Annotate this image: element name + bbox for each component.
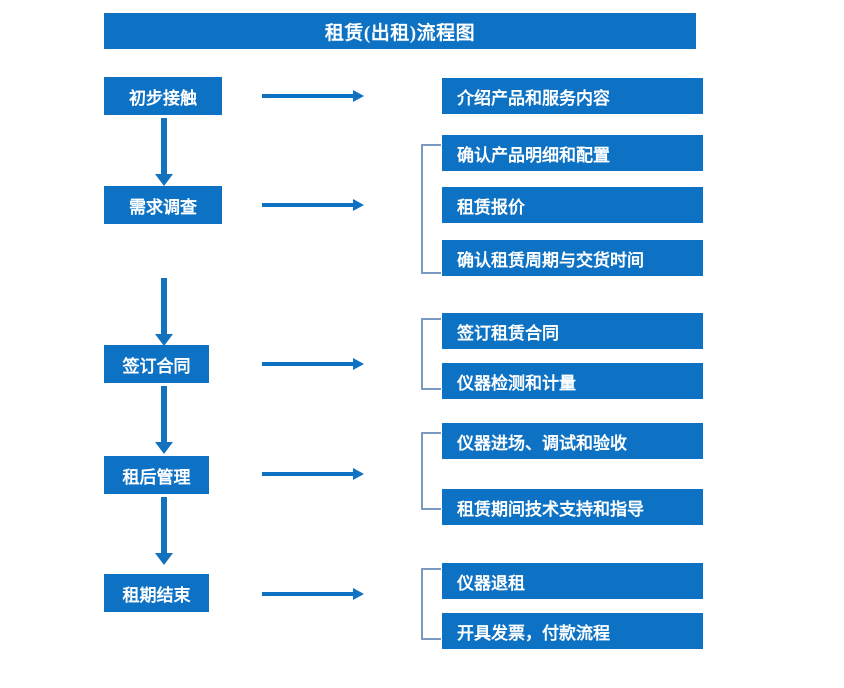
- arrow-shaft: [262, 94, 353, 98]
- arrow-head: [353, 90, 364, 102]
- arrow-down-3: [155, 386, 173, 454]
- arrow-right-2: [262, 197, 364, 213]
- detail-box-7[interactable]: 仪器进场、调试和验收: [442, 423, 703, 459]
- arrow-shaft: [262, 472, 353, 476]
- group-bracket-2: [421, 144, 441, 274]
- arrow-down-2: [155, 278, 173, 346]
- arrow-shaft: [161, 118, 167, 174]
- detail-box-4[interactable]: 确认租赁周期与交货时间: [442, 240, 703, 276]
- stage-box-1[interactable]: 初步接触: [104, 77, 222, 115]
- arrow-head: [353, 588, 364, 600]
- arrow-shaft: [161, 386, 167, 442]
- arrow-head: [155, 174, 173, 186]
- stage-box-2[interactable]: 需求调查: [104, 186, 222, 224]
- arrow-head: [155, 334, 173, 346]
- arrow-down-1: [155, 118, 173, 186]
- arrow-shaft: [262, 203, 353, 207]
- detail-box-2[interactable]: 确认产品明细和配置: [442, 135, 703, 171]
- detail-box-8[interactable]: 租赁期间技术支持和指导: [442, 489, 703, 525]
- arrow-head: [353, 358, 364, 370]
- arrow-right-3: [262, 356, 364, 372]
- stage-box-4[interactable]: 租后管理: [104, 456, 209, 494]
- arrow-head: [353, 199, 364, 211]
- group-bracket-5: [421, 568, 441, 640]
- detail-box-1[interactable]: 介绍产品和服务内容: [442, 78, 703, 114]
- arrow-head: [155, 553, 173, 565]
- stage-box-5[interactable]: 租期结束: [104, 574, 209, 612]
- detail-box-5[interactable]: 签订租赁合同: [442, 313, 703, 349]
- chart-title-banner: 租赁(出租)流程图: [104, 13, 696, 49]
- group-bracket-4: [421, 432, 441, 510]
- arrow-down-4: [155, 497, 173, 565]
- detail-box-10[interactable]: 开具发票，付款流程: [442, 613, 703, 649]
- arrow-shaft: [262, 592, 353, 596]
- arrow-head: [353, 468, 364, 480]
- arrow-shaft: [262, 362, 353, 366]
- arrow-shaft: [161, 278, 167, 334]
- arrow-shaft: [161, 497, 167, 553]
- arrow-head: [155, 442, 173, 454]
- detail-box-6[interactable]: 仪器检测和计量: [442, 363, 703, 399]
- arrow-right-5: [262, 586, 364, 602]
- arrow-right-1: [262, 88, 364, 104]
- stage-box-3[interactable]: 签订合同: [104, 345, 209, 383]
- detail-box-3[interactable]: 租赁报价: [442, 187, 703, 223]
- group-bracket-3: [421, 318, 441, 390]
- arrow-right-4: [262, 466, 364, 482]
- detail-box-9[interactable]: 仪器退租: [442, 563, 703, 599]
